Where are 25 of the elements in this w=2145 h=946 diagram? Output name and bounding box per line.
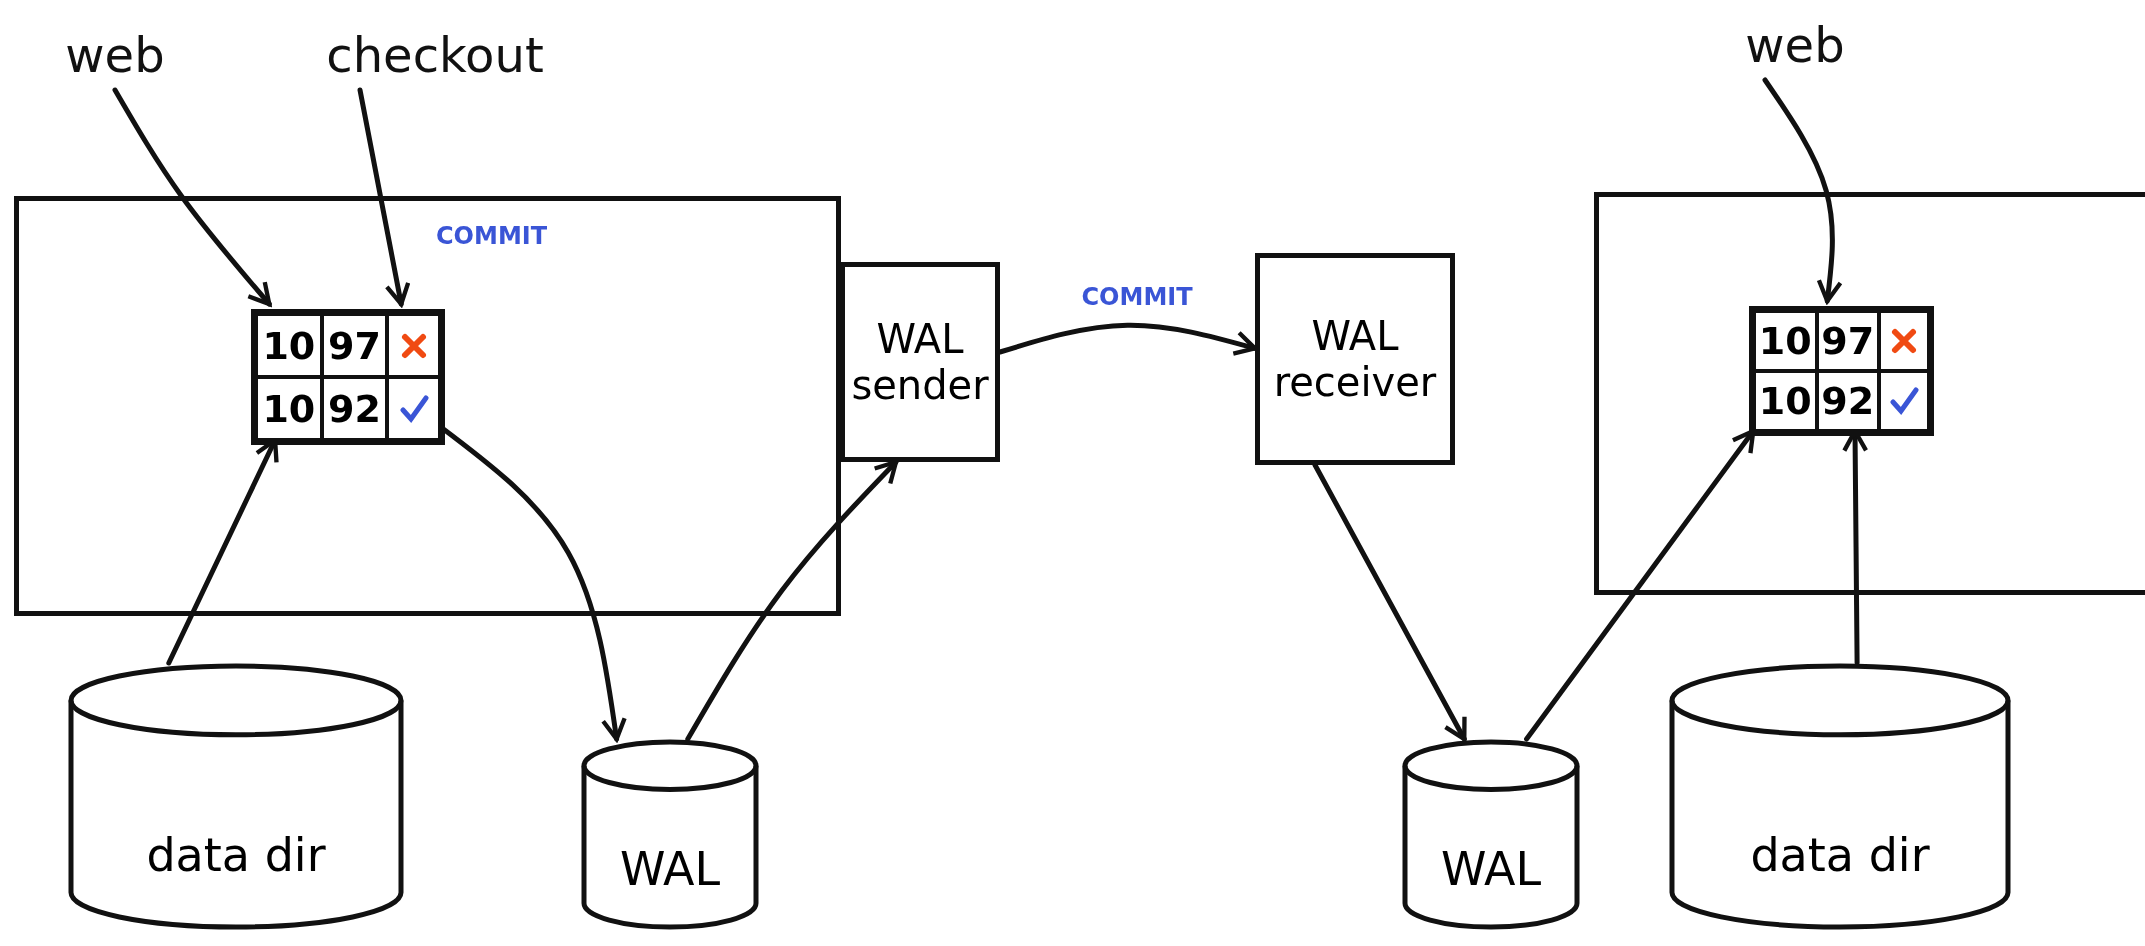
- process-box: WAL receiver: [1255, 253, 1455, 465]
- storage-cylinder: data dir: [68, 663, 404, 930]
- table-cell: 10: [256, 314, 322, 377]
- arrow: [112, 87, 272, 307]
- table-cell: 10: [256, 377, 322, 440]
- table-cell: 92: [321, 377, 388, 440]
- process-box: WAL sender: [840, 262, 1000, 462]
- arrow: [357, 87, 411, 307]
- storage-cylinder: WAL: [581, 739, 759, 930]
- table-cell: 97: [321, 314, 388, 377]
- table-cell: 10: [1754, 311, 1817, 371]
- table-cell: 97: [1816, 311, 1879, 371]
- table-cell: 92: [1816, 371, 1879, 431]
- source-label: checkout: [310, 20, 560, 90]
- storage-cylinder: data dir: [1669, 663, 2011, 930]
- arrow: [1524, 428, 1756, 742]
- source-label: web: [1720, 10, 1870, 80]
- storage-cylinder: WAL: [1402, 739, 1580, 930]
- data-table: [251, 309, 445, 445]
- server-box: [1594, 192, 2145, 595]
- server-box: [14, 196, 841, 616]
- arrow: [1762, 77, 1843, 304]
- table-cell: 10: [1754, 371, 1817, 431]
- data-table: [1749, 306, 1934, 436]
- source-label: web: [40, 20, 190, 90]
